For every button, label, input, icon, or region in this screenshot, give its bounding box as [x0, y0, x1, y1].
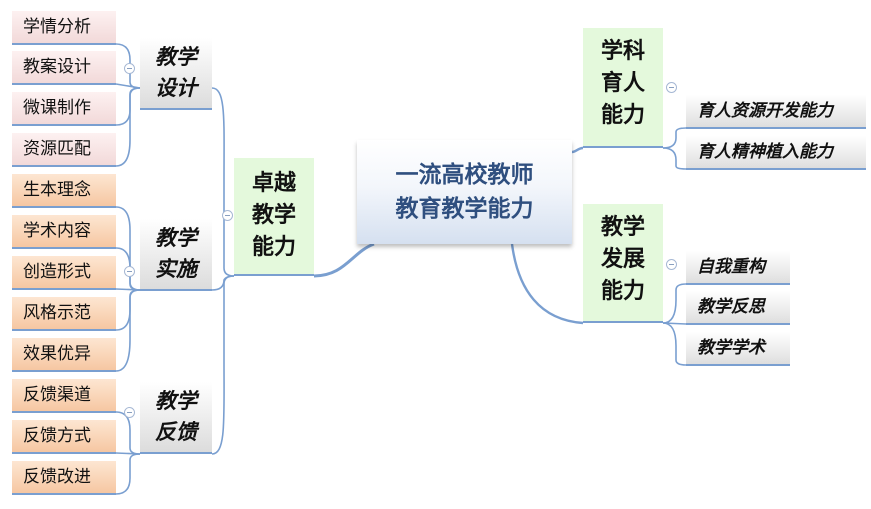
- leaf-node[interactable]: 风格示范: [12, 297, 116, 331]
- link-main-to-center: [313, 242, 375, 278]
- topic-line: 设计: [155, 76, 197, 100]
- topic-line: 学科: [600, 39, 645, 64]
- topic-line: 能力: [251, 235, 296, 260]
- link-center-to-right-1: [571, 146, 584, 154]
- topic-line: 卓越: [251, 171, 296, 196]
- topic-line: 教学: [155, 226, 197, 250]
- link-right2-leaf-1: [662, 283, 687, 324]
- collapse-toggle-design[interactable]: [124, 63, 135, 74]
- topic-line: 育人: [600, 71, 645, 96]
- link-impl-leaf-5: [115, 289, 141, 372]
- leaf-node[interactable]: 教学学术: [686, 332, 790, 366]
- leaf-node[interactable]: 反馈改进: [12, 461, 116, 495]
- link-impl-leaf-4: [115, 289, 141, 331]
- topic-teaching-design[interactable]: 教学 设计: [140, 38, 212, 110]
- leaf-node[interactable]: 生本理念: [12, 174, 116, 208]
- leaf-node[interactable]: 自我重构: [686, 251, 790, 285]
- leaf-node[interactable]: 学术内容: [12, 215, 116, 249]
- link-fb-leaf-3: [115, 453, 141, 495]
- link-fb-to-main: [211, 275, 235, 455]
- collapse-toggle-feedback[interactable]: [124, 407, 135, 418]
- topic-line: 教学: [600, 215, 645, 240]
- topic-excellent-teaching-ability[interactable]: 卓越 教学 能力: [234, 158, 314, 276]
- topic-line: 反馈: [155, 420, 197, 444]
- link-design-leaf-2: [115, 83, 141, 89]
- link-design-leaf-4: [115, 87, 141, 167]
- topic-line: 实施: [155, 257, 197, 281]
- leaf-node[interactable]: 微课制作: [12, 92, 116, 126]
- link-right2-leaf-3: [662, 322, 687, 366]
- leaf-node[interactable]: 育人精神植入能力: [686, 136, 866, 170]
- topic-subject-education-ability[interactable]: 学科 育人 能力: [583, 28, 663, 148]
- central-topic-line: 教育教学能力: [395, 196, 534, 222]
- link-right1-leaf-1: [662, 127, 687, 149]
- leaf-node[interactable]: 学情分析: [12, 11, 116, 45]
- collapse-toggle-main[interactable]: [222, 210, 233, 221]
- topic-line: 教学: [155, 389, 197, 413]
- link-impl-to-main: [211, 275, 235, 291]
- link-fb-leaf-1: [115, 411, 141, 455]
- link-center-to-right-2: [510, 243, 584, 325]
- leaf-node[interactable]: 资源匹配: [12, 133, 116, 167]
- central-topic[interactable]: 一流高校教师 教育教学能力: [357, 140, 572, 244]
- topic-line: 能力: [600, 279, 645, 304]
- leaf-node[interactable]: 反馈方式: [12, 420, 116, 454]
- topic-line: 教学: [155, 45, 197, 69]
- collapse-toggle-right-2[interactable]: [666, 259, 677, 270]
- leaf-node[interactable]: 效果优异: [12, 338, 116, 372]
- topic-teaching-development-ability[interactable]: 教学 发展 能力: [583, 204, 663, 323]
- topic-line: 能力: [600, 103, 645, 128]
- collapse-toggle-impl[interactable]: [124, 266, 135, 277]
- topic-teaching-implementation[interactable]: 教学 实施: [140, 219, 212, 291]
- leaf-node[interactable]: 育人资源开发能力: [686, 95, 866, 129]
- link-design-to-main: [211, 87, 235, 277]
- link-design-leaf-3: [115, 87, 141, 126]
- collapse-toggle-right-1[interactable]: [666, 82, 677, 93]
- leaf-node[interactable]: 反馈渠道: [12, 379, 116, 413]
- topic-line: 教学: [251, 203, 296, 228]
- leaf-node[interactable]: 创造形式: [12, 256, 116, 290]
- topic-line: 发展: [600, 247, 645, 272]
- link-right1-leaf-2: [662, 147, 687, 170]
- central-topic-line: 一流高校教师: [395, 162, 534, 188]
- topic-teaching-feedback[interactable]: 教学 反馈: [140, 382, 212, 454]
- leaf-node[interactable]: 教学反思: [686, 291, 790, 325]
- leaf-node[interactable]: 教案设计: [12, 51, 116, 85]
